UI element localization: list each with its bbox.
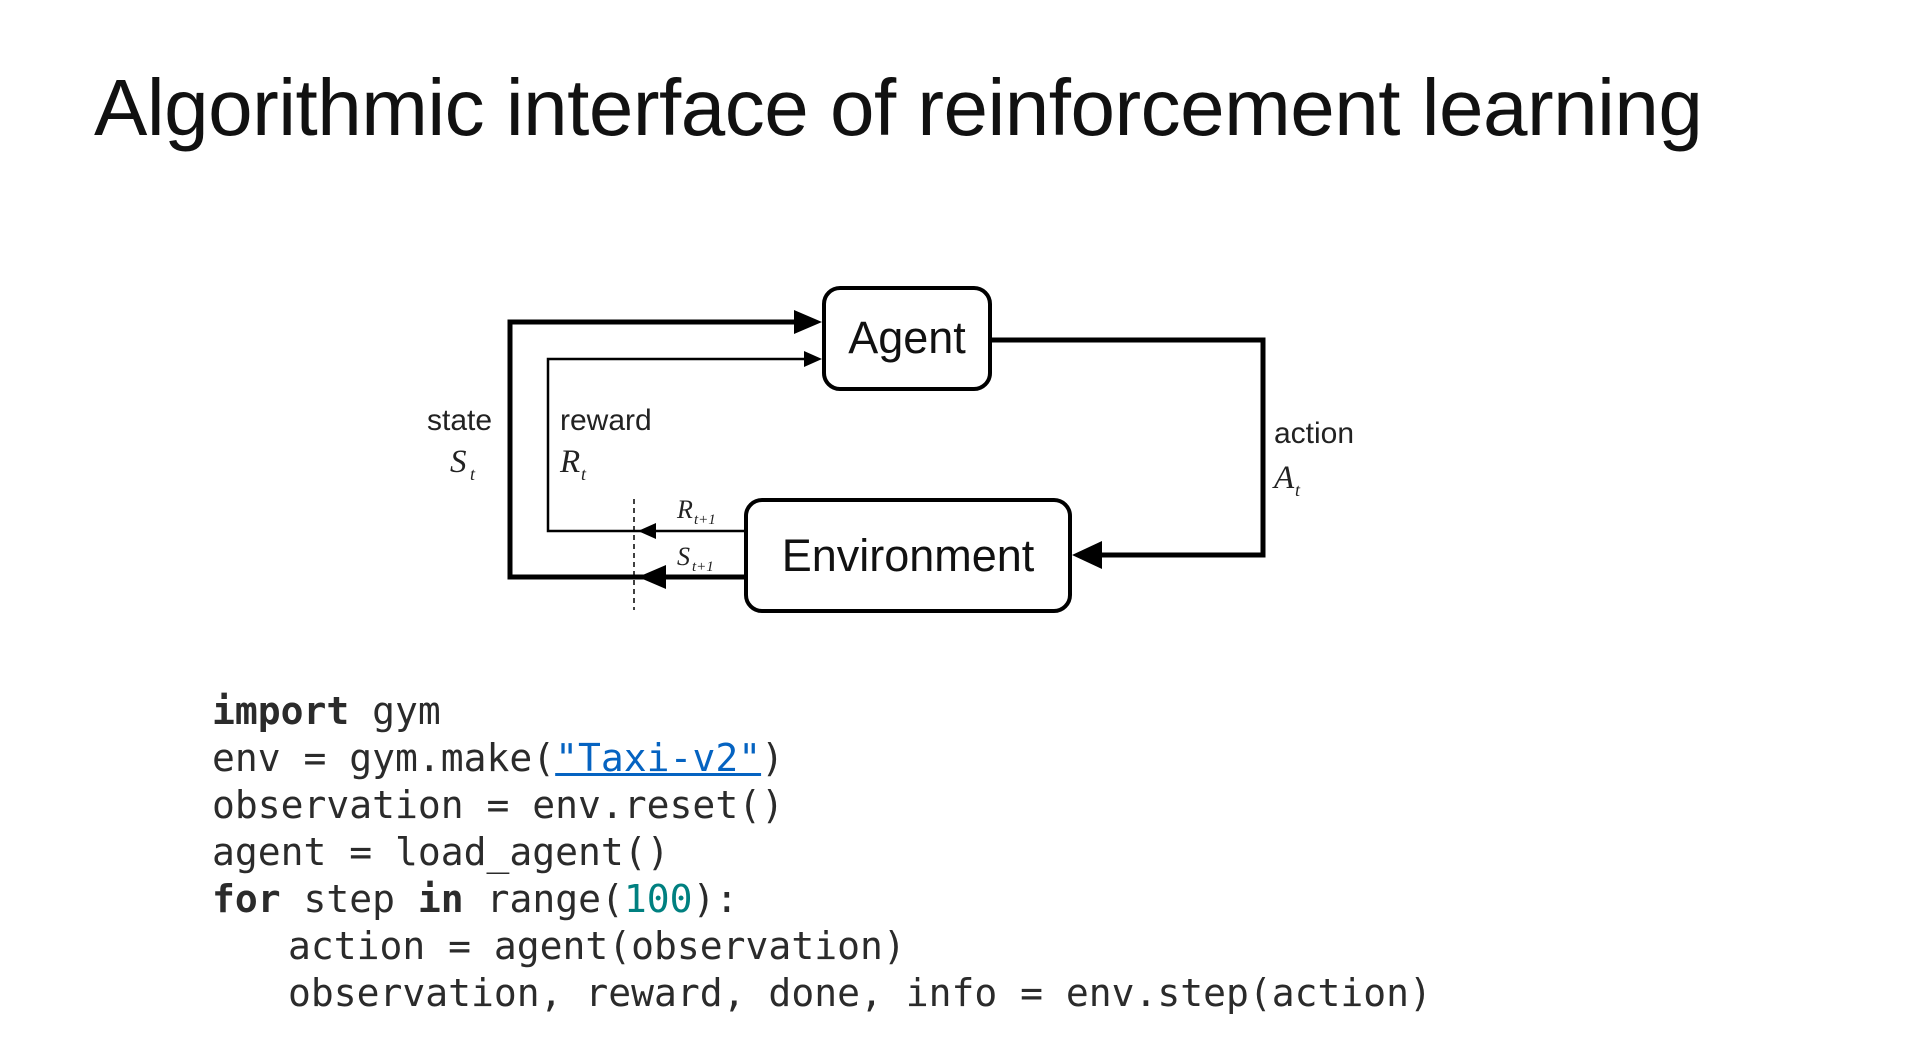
keyword: in xyxy=(417,877,464,921)
code-line-2: env = gym.make("Taxi-v2") xyxy=(212,735,1432,782)
code-line-4: agent = load_agent() xyxy=(212,830,670,874)
reward-symbol: R xyxy=(559,444,580,480)
code-text: ): xyxy=(692,877,739,921)
agent-box xyxy=(822,286,992,391)
action-symbol: A xyxy=(1272,460,1295,496)
state-arrowhead xyxy=(794,310,822,334)
action-arrow xyxy=(990,337,1266,558)
code-line-7: observation, reward, done, info = env.st… xyxy=(288,971,1432,1015)
number-literal: 100 xyxy=(623,877,693,921)
state-subscript: t xyxy=(470,464,476,484)
code-text: step xyxy=(280,877,418,921)
next-reward-subscript: t+1 xyxy=(694,512,716,528)
reward-arrowhead xyxy=(804,351,822,367)
code-text: gym xyxy=(349,689,441,733)
string-link[interactable]: "Taxi-v2" xyxy=(555,736,762,780)
keyword: for xyxy=(212,877,281,921)
next-reward-arrowhead xyxy=(638,523,656,539)
next-state-arrowhead xyxy=(638,565,666,589)
code-line-3: observation = env.reset() xyxy=(212,783,784,827)
state-label: state xyxy=(427,404,492,437)
state-arrow xyxy=(507,319,800,580)
action-arrowhead xyxy=(1072,541,1102,569)
code-line-5: for step in range(100): xyxy=(212,876,1432,923)
agent-label: Agent xyxy=(848,312,966,363)
code-line-6: action = agent(observation) xyxy=(288,924,906,968)
next-reward-symbol: R xyxy=(676,495,693,524)
state-symbol: S xyxy=(450,444,467,480)
code-text: ) xyxy=(761,736,784,780)
environment-box xyxy=(744,498,1072,613)
keyword: import xyxy=(212,689,350,733)
code-text: range( xyxy=(463,877,624,921)
slide-title: Algorithmic interface of reinforcement l… xyxy=(94,63,1703,152)
code-text: env = gym.make( xyxy=(212,736,556,780)
next-state-subscript: t+1 xyxy=(692,559,714,575)
code-line-1: import gym xyxy=(212,688,1432,735)
reward-label: reward xyxy=(560,404,652,437)
action-label: action xyxy=(1274,417,1354,450)
environment-label: Environment xyxy=(782,530,1035,581)
next-state-symbol: S xyxy=(677,542,690,571)
reward-subscript: t xyxy=(581,464,587,484)
action-subscript: t xyxy=(1295,480,1301,500)
